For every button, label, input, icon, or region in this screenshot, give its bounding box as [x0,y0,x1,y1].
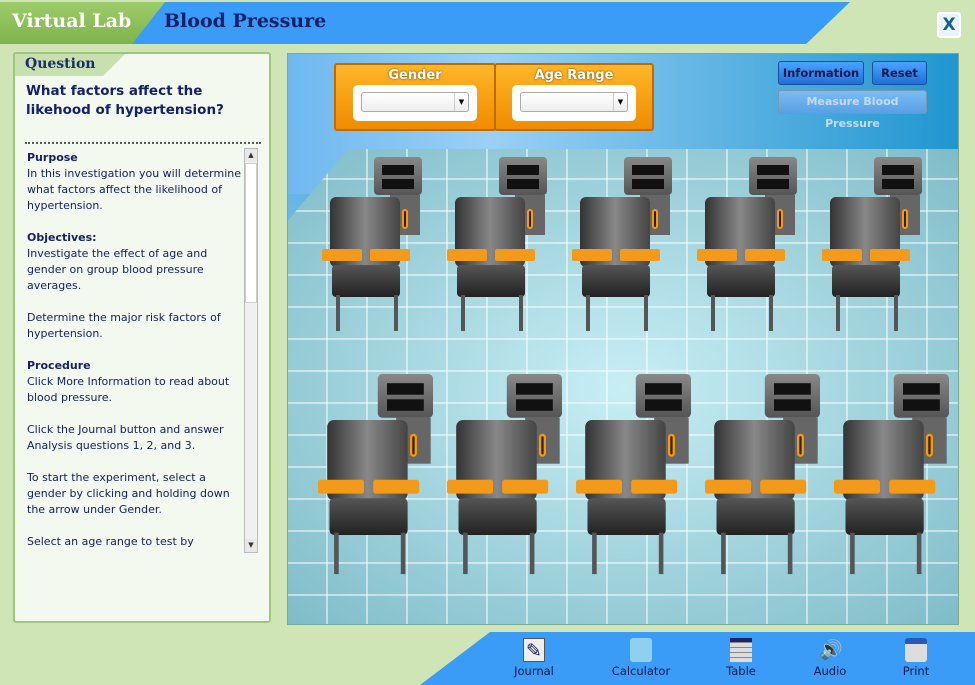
monitor [499,157,547,195]
age-range-label: Age Range [534,68,614,83]
audio-button[interactable]: 🔊Audio [813,639,847,678]
age-range-select[interactable]: ▼ [520,92,628,112]
section-heading: Objectives: [27,231,97,244]
section-paragraph: Click More Information to read about blo… [27,375,230,404]
chair-station [572,157,682,332]
scroll-up-icon[interactable]: ▲ [245,149,257,162]
gender-control: Gender ▼ [334,63,496,131]
reset-button[interactable]: Reset [872,61,927,85]
page-title: Blood Pressure [164,10,327,32]
question-text: What factors affect the likehood of hype… [26,83,224,118]
age-range-control: Age Range ▼ [494,63,654,131]
calculator-icon [630,638,652,662]
question-tab: Question [15,54,125,76]
toolbar: ✎Journal Calculator Table 🔊Audio Print [420,632,975,685]
monitor [893,374,949,418]
section-paragraph: In this investigation you will determine… [27,167,242,212]
section-heading: Procedure [27,359,91,372]
chair-station [697,157,807,332]
monitor [749,157,797,195]
gender-label: Gender [388,68,442,83]
divider [25,142,261,144]
section-paragraph: Click the Journal button and answer Anal… [27,423,224,452]
question-panel: Question What factors affect the likehoo… [13,52,271,623]
chair-station [576,374,703,575]
instructions-text: Purpose In this investigation you will de… [27,150,242,602]
printer-icon [905,638,927,662]
chair-station [834,374,958,575]
calculator-button[interactable]: Calculator [601,638,681,678]
header-bar [120,2,850,44]
measure-blood-pressure-button[interactable]: Measure Blood Pressure [778,90,927,130]
monitor [374,157,422,195]
monitor [874,157,922,195]
scroll-down-icon[interactable]: ▼ [245,539,257,552]
journal-button[interactable]: ✎Journal [514,638,554,678]
speaker-icon: 🔊 [819,639,843,661]
close-button[interactable]: X [937,12,961,38]
print-button[interactable]: Print [876,638,956,678]
chair-station [322,157,432,332]
brand-label: Virtual Lab [12,10,132,32]
journal-icon: ✎ [523,638,545,662]
monitor [624,157,672,195]
section-paragraph: Investigate the effect of age and gender… [27,247,208,292]
section-paragraph: Select an age range to test by [27,535,194,548]
scrollbar[interactable]: ▲ ▼ [244,148,258,553]
chair-station [447,157,557,332]
gender-select[interactable]: ▼ [361,92,469,112]
brand-tab [0,2,165,44]
lab-scene: Gender ▼ Age Range ▼ Information Reset M… [287,53,959,625]
chair-station [822,157,932,332]
table-icon [730,638,752,662]
chevron-down-icon[interactable]: ▼ [613,93,627,111]
chair-station [447,374,574,575]
monitor [506,374,562,418]
chair-station [318,374,445,575]
monitor [377,374,433,418]
chevron-down-icon[interactable]: ▼ [454,93,468,111]
section-paragraph: To start the experiment, select a gender… [27,471,230,516]
monitor [764,374,820,418]
section-paragraph: Determine the major risk factors of hype… [27,311,221,340]
section-heading: Purpose [27,151,78,164]
scroll-thumb[interactable] [245,163,257,303]
table-button[interactable]: Table [701,638,781,678]
information-button[interactable]: Information [778,61,864,85]
chair-station [705,374,832,575]
monitor [635,374,691,418]
